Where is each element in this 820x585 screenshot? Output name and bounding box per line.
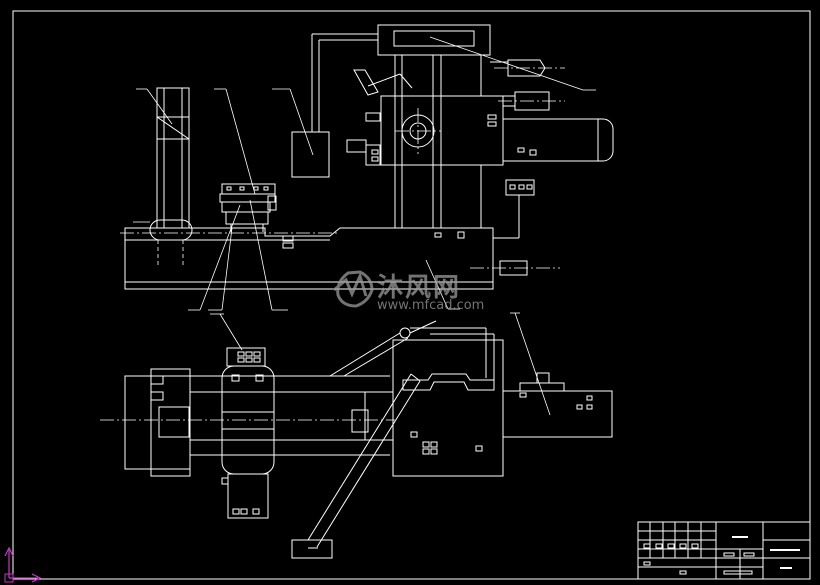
plan-view — [100, 320, 613, 559]
mfcad-logo-icon — [333, 270, 374, 308]
leader-callouts — [133, 36, 596, 416]
title-block — [637, 521, 811, 580]
ucs-axis-icon — [4, 546, 42, 583]
watermark-brand: 沐风网 — [377, 273, 461, 303]
drawing-border — [12, 10, 811, 580]
front-elevation-view — [120, 24, 614, 290]
watermark-url: www.mfcad.com — [377, 298, 484, 313]
